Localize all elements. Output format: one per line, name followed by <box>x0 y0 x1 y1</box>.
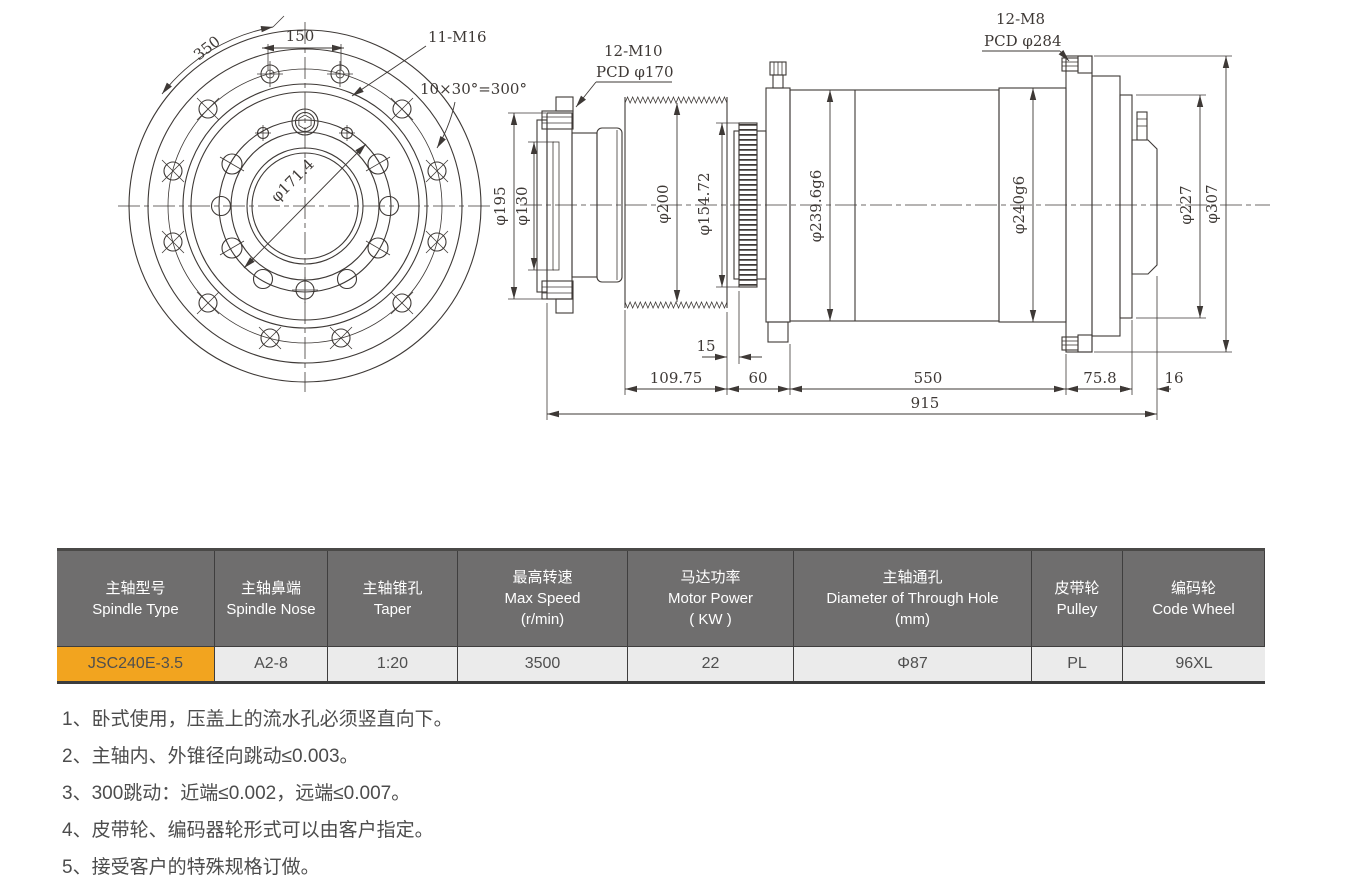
dim-350-arc <box>161 25 274 95</box>
dim-len915: 915 <box>911 394 940 412</box>
header-zh: 主轴型号 <box>105 579 166 597</box>
cell-through-hole: Φ87 <box>794 646 1032 681</box>
diameter-dimensions: φ195 φ130 φ200 φ154.72 φ239.6g6 φ240g6 φ… <box>491 55 1232 353</box>
header-sub: (r/min) <box>520 611 565 628</box>
header-zh: 主轴通孔 <box>882 569 943 586</box>
note-line-3: 3、300跳动：近端≤0.002，远端≤0.007。 <box>62 783 411 804</box>
header-zh: 主轴锥孔 <box>362 579 423 597</box>
cell-code-wheel: 96XL <box>1123 646 1265 681</box>
dim-len109: 109.75 <box>650 369 703 387</box>
leader-m10-pcd-label: PCD φ170 <box>596 63 674 81</box>
side-view: 12-M10 PCD φ170 12-M8 PCD φ284 φ195 φ130… <box>491 10 1270 420</box>
hex-socket-screw <box>298 114 312 130</box>
dim-len60: 60 <box>748 369 767 387</box>
note-line-5: 5、接受客户的特殊规格订做。 <box>62 857 320 878</box>
notes-list: 1、卧式使用，压盖上的流水孔必须竖直向下。 2、主轴内、外锥径向跳动≤0.003… <box>62 701 453 886</box>
col-header-through-hole: 主轴通孔 Diameter of Through Hole (mm) <box>794 551 1032 646</box>
spec-table: 主轴型号 Spindle Type 主轴鼻端 Spindle Nose 主轴锥孔… <box>57 548 1265 684</box>
header-zh: 编码轮 <box>1170 579 1216 597</box>
header-zh: 马达功率 <box>680 569 741 586</box>
dim-len550: 550 <box>914 369 943 387</box>
dim-d227: φ227 <box>1177 185 1195 224</box>
rear-flange <box>1061 55 1158 353</box>
note-line-2: 2、主轴内、外锥径向跳动≤0.003。 <box>62 746 359 767</box>
cell-max-speed: 3500 <box>458 646 628 681</box>
cell-pulley: PL <box>1032 646 1123 681</box>
header-en: Code Wheel <box>1152 600 1235 618</box>
knurl-bottom <box>624 300 728 310</box>
col-header-motor-power: 马达功率 Motor Power ( KW ) <box>628 551 794 646</box>
cell-taper: 1:20 <box>328 646 458 681</box>
bolt-leader-line <box>351 45 427 97</box>
leader-m8-label: 12-M8 <box>996 10 1045 28</box>
header-en: Max Speed <box>504 590 581 607</box>
header-sub: (mm) <box>895 611 930 628</box>
dim-350-label: 350 <box>190 32 224 64</box>
col-header-max-speed: 最高转速 Max Speed (r/min) <box>458 551 628 646</box>
front-inner-bolt-ring <box>210 108 400 303</box>
angle-label: 10×30°=300° <box>420 80 527 98</box>
header-en: Diameter of Through Hole <box>826 590 999 607</box>
knurl-top <box>624 95 728 105</box>
technical-drawing: φ171.4 350 150 11-M16 10×30°=300° <box>118 10 1270 420</box>
leader-m10-label: 12-M10 <box>604 42 663 60</box>
header-en: Motor Power <box>667 590 754 607</box>
col-header-spindle-nose: 主轴鼻端 Spindle Nose <box>215 551 328 646</box>
note-line-1: 1、卧式使用，压盖上的流水孔必须竖直向下。 <box>62 709 453 730</box>
angle-arc <box>436 101 456 149</box>
dim-d307: φ307 <box>1203 184 1221 223</box>
header-en: Pulley <box>1056 600 1098 618</box>
cell-motor-power: 22 <box>628 646 794 681</box>
dim-d200: φ200 <box>654 184 672 223</box>
col-header-taper: 主轴锥孔 Taper <box>328 551 458 646</box>
front-view: φ171.4 350 150 11-M16 10×30°=300° <box>118 15 527 392</box>
leader-m8-pcd-label: PCD φ284 <box>984 32 1062 50</box>
col-header-code-wheel: 编码轮 Code Wheel <box>1123 551 1265 646</box>
header-en: Spindle Type <box>92 600 179 618</box>
leader-12-M10: 12-M10 PCD φ170 <box>575 42 674 108</box>
header-zh: 最高转速 <box>512 569 573 586</box>
bolt-label: 11-M16 <box>428 28 487 46</box>
dim-d195: φ195 <box>491 186 509 225</box>
dim-len15: 15 <box>696 337 715 355</box>
dim-d130: φ130 <box>513 186 531 225</box>
cell-spindle-nose: A2-8 <box>215 646 328 681</box>
dim-len75: 75.8 <box>1083 369 1116 387</box>
spindle-nose <box>536 96 623 314</box>
front-mount-flange <box>765 61 791 343</box>
header-en: Spindle Nose <box>226 600 316 618</box>
dim-len16: 16 <box>1164 369 1183 387</box>
leader-12-M8: 12-M8 PCD φ284 <box>982 10 1070 62</box>
note-line-4: 4、皮带轮、编码器轮形式可以由客户指定。 <box>62 820 434 841</box>
header-zh: 皮带轮 <box>1054 579 1100 597</box>
col-header-spindle-type: 主轴型号 Spindle Type <box>57 551 215 646</box>
end-cap <box>1131 139 1158 275</box>
dim-150-label: 150 <box>286 27 315 45</box>
pulley-drum <box>624 95 728 310</box>
front-outer-bolt-ring <box>161 61 449 350</box>
cell-model: JSC240E-3.5 <box>57 646 215 681</box>
header-zh: 主轴鼻端 <box>240 579 301 597</box>
dim-d239: φ239.6g6 <box>807 170 825 243</box>
header-sub: ( KW ) <box>689 611 732 628</box>
bore-dim-line <box>243 143 367 269</box>
length-dimensions: 15 109.75 60 550 75.8 16 915 <box>546 276 1184 420</box>
code-wheel <box>733 122 767 288</box>
dim-d240: φ240g6 <box>1010 176 1028 234</box>
col-header-pulley: 皮带轮 Pulley <box>1032 551 1123 646</box>
dim-d154: φ154.72 <box>695 173 713 236</box>
header-en: Taper <box>373 600 412 618</box>
